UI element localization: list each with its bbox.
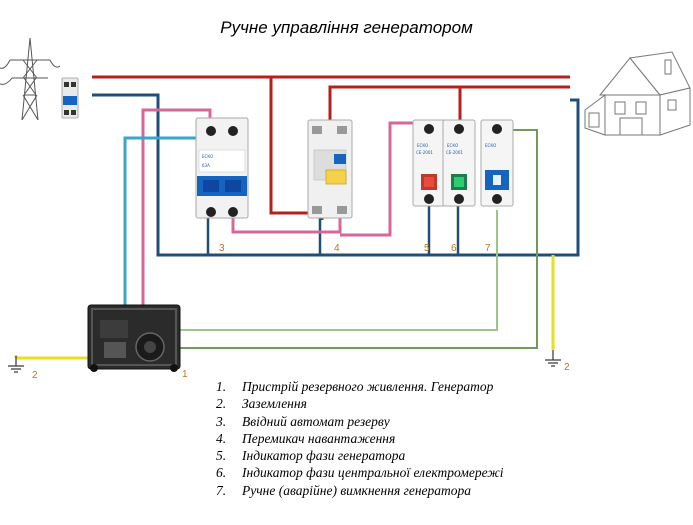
legend-item: 6.Індикатор фази центральної електромере… [216,465,504,481]
svg-text:ЕСКО: ЕСКО [202,154,213,159]
emergency-control-wire-2 [178,129,538,349]
label-emergency-stop: 7 [485,243,491,254]
svg-text:СЕ-2001: СЕ-2001 [446,150,463,155]
legend-list: 1.Пристрій резервного живлення. Генерато… [216,378,504,499]
svg-text:ЕСКО: ЕСКО [485,143,496,148]
generator-neutral-wire [123,136,210,310]
legend-item: 2.Заземлення [216,396,307,412]
grid-phase-indicator: ЕСКО СЕ-2001 [442,119,476,207]
label-indicator-gen: 5 [424,243,430,254]
ground-symbol-icon [8,356,24,373]
svg-text:ЕСКО: ЕСКО [447,143,458,148]
diagram-title: Ручне управління генератором [220,18,473,37]
svg-text:63А: 63А [202,163,210,168]
svg-text:ЕСКО: ЕСКО [417,143,428,148]
emergency-stop-switch: ЕСКО [480,119,514,207]
label-switch: 4 [334,243,340,254]
legend-item: 1.Пристрій резервного живлення. Генерато… [216,379,494,394]
label-ground-right: 2 [564,362,570,373]
legend-item: 4.Перемикач навантаження [216,430,396,446]
grid-neutral-wire [92,93,580,257]
load-switch [307,119,353,219]
emergency-control-wire-1 [168,210,498,331]
svg-text:СЕ-2001: СЕ-2001 [416,150,433,155]
generator-icon [87,304,181,372]
legend-item: 5.Індикатор фази генератора [216,448,406,464]
label-ground-left: 2 [32,370,38,381]
label-indicator-grid: 6 [451,243,457,254]
label-breaker: 3 [219,243,225,254]
power-pylon-icon [0,37,61,121]
main-breaker-icon [61,77,79,119]
legend-item: 3.Ввідний автомат резерву [216,413,390,429]
generator-phase-wire [141,108,432,310]
legend-item: 7.Ручне (аварійне) вимкнення генератора [216,482,472,498]
ground-wire-left [14,355,90,360]
neutral-taps-wire [206,205,460,255]
ground-symbol-icon [545,350,561,367]
switch-to-house-phase-wire [328,85,570,120]
label-generator: 1 [182,369,188,380]
house-icon [584,51,691,136]
reserve-breaker: ЕСКО 63А [195,117,249,219]
generator-phase-indicator: ЕСКО СЕ-2001 [412,119,446,207]
